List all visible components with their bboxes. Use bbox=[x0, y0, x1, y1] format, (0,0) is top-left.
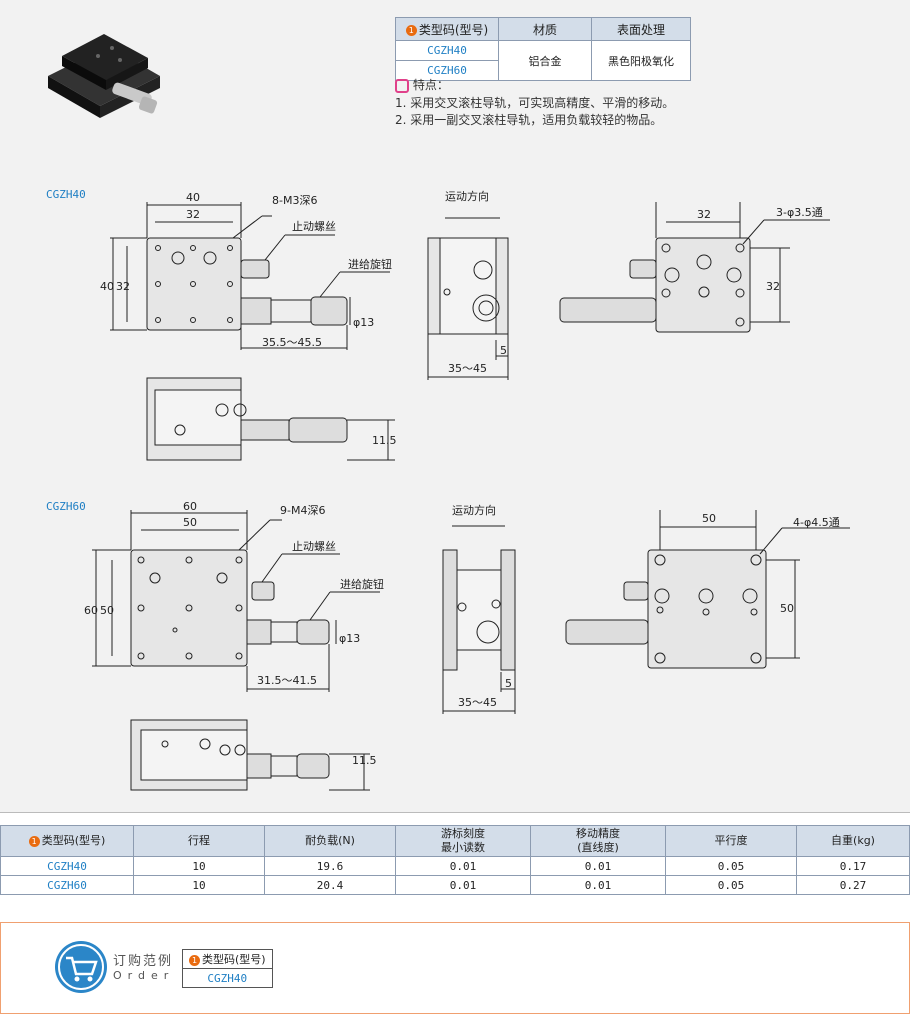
label-phi13-40: φ13 bbox=[353, 316, 374, 329]
dim-40-left: 40 bbox=[100, 280, 114, 293]
label-stop-screw-60: 止动螺丝 bbox=[292, 540, 336, 553]
order-value: CGZH40 bbox=[182, 968, 273, 988]
label-thru-holes-60: 4-φ4.5通 bbox=[793, 516, 840, 529]
dim-11-5-60: 11.5 bbox=[352, 754, 377, 767]
spec-surface: 黑色阳极氧化 bbox=[591, 40, 691, 81]
perf-header-scale: 游标刻度最小读数 bbox=[395, 825, 531, 857]
cell-weight: 0.17 bbox=[796, 856, 910, 876]
perf-header-weight: 自重(kg) bbox=[796, 825, 910, 857]
section-title-40: CGZH40 bbox=[46, 188, 86, 201]
dim-11-5-40: 11.5 bbox=[372, 434, 397, 447]
cell-weight: 0.27 bbox=[796, 875, 910, 895]
dim-60-top: 60 bbox=[183, 500, 197, 513]
shopping-cart-icon bbox=[55, 941, 107, 993]
dim-60-left: 60 bbox=[84, 604, 98, 617]
cell-parallel: 0.05 bbox=[665, 875, 797, 895]
marker-dot: 1 bbox=[405, 24, 417, 36]
section-title-60: CGZH60 bbox=[46, 500, 86, 513]
features: 特点： 1. 采用交叉滚柱导轨，可实现高精度、平滑的移动。 2. 采用一副交叉滚… bbox=[395, 76, 674, 128]
label-feed-knob-60: 进给旋钮 bbox=[340, 577, 384, 591]
label-motion-40: 运动方向 bbox=[445, 189, 489, 203]
dim-5-40: 5 bbox=[500, 344, 507, 357]
spec-header-material: 材质 bbox=[498, 17, 592, 41]
order-subtitle: Order bbox=[113, 969, 175, 982]
cell-model: CGZH60 bbox=[0, 875, 134, 895]
marker-dot: 1 bbox=[189, 954, 200, 966]
cell-accuracy: 0.01 bbox=[530, 856, 666, 876]
label-phi13-60: φ13 bbox=[339, 632, 360, 645]
table-row: CGZH60 10 20.4 0.01 0.01 0.05 0.27 bbox=[0, 875, 910, 895]
feature-item-1: 1. 采用交叉滚柱导轨，可实现高精度、平滑的移动。 bbox=[395, 96, 675, 110]
label-holes-60: 9-M4深6 bbox=[280, 504, 325, 517]
perf-header-accuracy: 移动精度(直线度) bbox=[530, 825, 666, 857]
order-title: 订购范例 bbox=[113, 954, 174, 969]
cell-travel: 10 bbox=[133, 856, 265, 876]
dim-5-60: 5 bbox=[505, 677, 512, 690]
features-marker-icon bbox=[395, 78, 409, 93]
dim-travel-40: 35.5～45.5 bbox=[262, 336, 322, 349]
dim-32-top: 32 bbox=[186, 208, 200, 221]
cell-load: 20.4 bbox=[264, 875, 396, 895]
product-photo bbox=[48, 34, 160, 118]
label-stop-screw-40: 止动螺丝 bbox=[292, 220, 336, 233]
dim-50-side-60: 50 bbox=[780, 602, 794, 615]
cell-scale: 0.01 bbox=[395, 856, 531, 876]
cell-parallel: 0.05 bbox=[665, 856, 797, 876]
cell-load: 19.6 bbox=[264, 856, 396, 876]
dim-travel-60: 31.5～41.5 bbox=[257, 674, 317, 687]
dim-32-right-40: 32 bbox=[697, 208, 711, 221]
perf-header-load: 耐负载(N) bbox=[264, 825, 396, 857]
drawing-cgzh60: 60 50 60 50 9-M4深6 止动螺丝 进给旋钮 φ13 31.5～41… bbox=[84, 500, 850, 791]
dim-32-left: 32 bbox=[116, 280, 130, 293]
label-motion-60: 运动方向 bbox=[452, 503, 496, 517]
marker-dot: 1 bbox=[28, 835, 40, 847]
feature-item-2: 2. 采用一副交叉滚柱导轨，适用负载较轻的物品。 bbox=[395, 113, 663, 127]
dim-35-45-60: 35～45 bbox=[458, 696, 497, 709]
table-row: CGZH40 10 19.6 0.01 0.01 0.05 0.17 bbox=[0, 856, 910, 876]
label-thru-holes-40: 3-φ3.5通 bbox=[776, 206, 823, 219]
cell-scale: 0.01 bbox=[395, 875, 531, 895]
spec-header-surface: 表面处理 bbox=[591, 17, 691, 41]
spec-model-2: CGZH60 bbox=[395, 60, 499, 81]
dim-50-right-60: 50 bbox=[702, 512, 716, 525]
label-holes-40: 8-M3深6 bbox=[272, 194, 317, 207]
dim-50-top: 50 bbox=[183, 516, 197, 529]
perf-header-parallel: 平行度 bbox=[665, 825, 797, 857]
cell-accuracy: 0.01 bbox=[530, 875, 666, 895]
features-title: 特点： bbox=[395, 76, 674, 93]
spec-material: 铝合金 bbox=[498, 40, 592, 81]
drawing-cgzh40: 40 32 40 32 8-M3深6 止动螺丝 进给旋钮 φ13 35.5～45… bbox=[100, 189, 830, 461]
cell-model: CGZH40 bbox=[0, 856, 134, 876]
label-feed-knob-40: 进给旋钮 bbox=[348, 257, 392, 271]
perf-header-travel: 行程 bbox=[133, 825, 265, 857]
dim-50-left: 50 bbox=[100, 604, 114, 617]
spec-model-1: CGZH40 bbox=[395, 40, 499, 61]
dim-32-side-40: 32 bbox=[766, 280, 780, 293]
cell-travel: 10 bbox=[133, 875, 265, 895]
dim-35-45-40: 35～45 bbox=[448, 362, 487, 375]
dim-40-top: 40 bbox=[186, 191, 200, 204]
